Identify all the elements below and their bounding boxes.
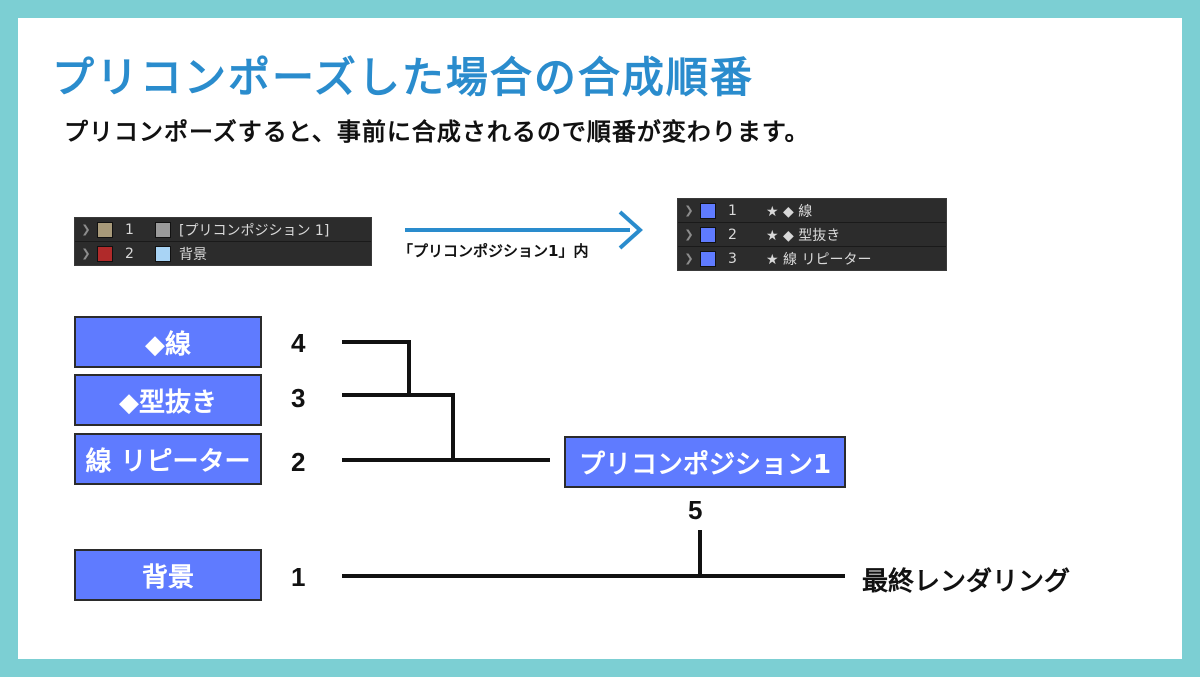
- layer-number: 1: [728, 202, 737, 219]
- layer-row[interactable]: ❯ 1 [プリコンポジション 1]: [75, 218, 371, 242]
- layer-panel-precomp: ❯ 1 ★ ◆ 線 ❯ 2 ★ ◆ 型抜き ❯ 3 ★ 線 リピーター: [677, 198, 947, 271]
- chevron-right-icon[interactable]: ❯: [684, 252, 694, 265]
- box-precomp: プリコンポジション1: [564, 436, 846, 488]
- order-number: 2: [291, 447, 306, 477]
- layer-name[interactable]: [プリコンポジション 1]: [179, 222, 330, 239]
- order-number: 1: [291, 562, 306, 592]
- label-color-swatch[interactable]: [97, 221, 113, 238]
- page-title: プリコンポーズした場合の合成順番: [52, 53, 754, 102]
- label-color-swatch[interactable]: [700, 226, 716, 243]
- order-number: 4: [291, 328, 306, 358]
- order-number: 3: [291, 383, 306, 413]
- layer-number: 2: [125, 245, 134, 262]
- box-background: 背景: [74, 549, 262, 601]
- layer-name[interactable]: 背景: [179, 246, 207, 263]
- precomp-icon: [155, 221, 171, 238]
- layer-name[interactable]: ★ ◆ 線: [766, 203, 813, 220]
- connector-4: [342, 340, 411, 395]
- layer-row[interactable]: ❯ 3 ★ 線 リピーター: [678, 247, 946, 270]
- layer-row[interactable]: ❯ 2 背景: [75, 242, 371, 265]
- box-diamond-line: ◆線: [74, 316, 262, 368]
- page-subtitle: プリコンポーズすると、事前に合成されるので順番が変わります。: [64, 118, 810, 146]
- layer-number: 2: [728, 226, 737, 243]
- connector-3: [342, 393, 455, 460]
- chevron-right-icon[interactable]: ❯: [81, 223, 91, 236]
- layer-row[interactable]: ❯ 2 ★ ◆ 型抜き: [678, 223, 946, 247]
- layer-name[interactable]: ★ ◆ 型抜き: [766, 227, 841, 244]
- composite-tree: [342, 340, 845, 578]
- final-render-label: 最終レンダリング: [862, 567, 1071, 597]
- layer-number: 1: [125, 221, 134, 238]
- layer-number: 3: [728, 250, 737, 267]
- order-number: 5: [688, 495, 703, 525]
- arrow-label: 「プリコンポジション1」内: [398, 242, 589, 260]
- label-color-swatch[interactable]: [700, 250, 716, 267]
- solid-icon: [155, 245, 171, 262]
- layer-row[interactable]: ❯ 1 ★ ◆ 線: [678, 199, 946, 223]
- arrow-right-icon: [405, 210, 643, 250]
- layer-name[interactable]: ★ 線 リピーター: [766, 251, 872, 268]
- chevron-right-icon[interactable]: ❯: [81, 247, 91, 260]
- box-line-repeater: 線 リピーター: [74, 433, 262, 485]
- chevron-right-icon[interactable]: ❯: [684, 228, 694, 241]
- label-color-swatch[interactable]: [97, 245, 113, 262]
- box-diamond-cutout: ◆型抜き: [74, 374, 262, 426]
- label-color-swatch[interactable]: [700, 202, 716, 219]
- chevron-right-icon[interactable]: ❯: [684, 204, 694, 217]
- layer-panel-main: ❯ 1 [プリコンポジション 1] ❯ 2 背景: [74, 217, 372, 266]
